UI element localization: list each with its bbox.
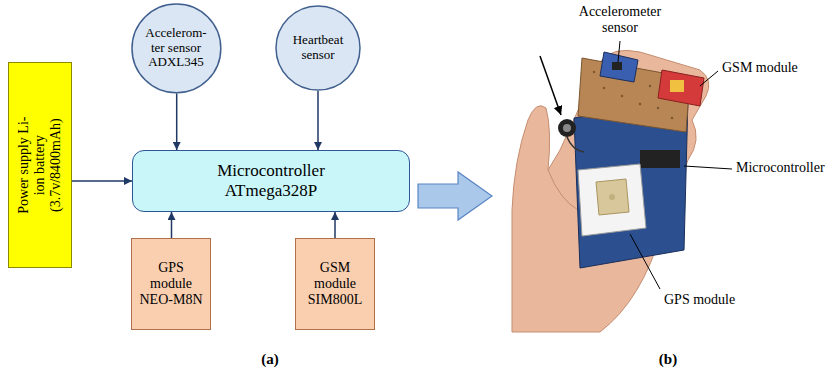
sensor-wire (567, 137, 584, 152)
signal-arrow (171, 212, 173, 238)
label-text: GPS module (664, 292, 754, 308)
sensor-circle-shape (132, 4, 221, 93)
controller-chip (640, 150, 680, 168)
node-text: Heartbeat sensor (283, 33, 353, 63)
leader-line (618, 41, 620, 62)
label-text: Accelerometer sensor (574, 4, 666, 36)
antenna-feed (609, 194, 615, 200)
controller-box: Microcontroller ATmega328P (132, 150, 410, 212)
hole (603, 87, 605, 89)
hand (512, 50, 709, 332)
hole (649, 85, 651, 87)
module-box: GSM module SIM800L (295, 238, 375, 330)
heartbeat-sensor-center (563, 124, 571, 132)
gps-board (578, 164, 646, 236)
pointer-arrow (540, 56, 561, 115)
leader-line (630, 234, 660, 289)
signal-arrow (334, 212, 336, 238)
callout-label: Accelerometer sensor (574, 4, 666, 36)
label-text: (a) (255, 351, 285, 368)
sim-slot (670, 80, 684, 92)
module-box: GPS module NEO-M8N (131, 238, 211, 330)
node-text: GSM module SIM800L (301, 260, 369, 308)
hole (639, 103, 641, 105)
signal-arrow (72, 180, 132, 182)
leader-line (684, 166, 732, 169)
heartbeat-sensor-pad (558, 119, 576, 137)
leader-line (700, 71, 718, 86)
accelerometer-chip (612, 62, 622, 70)
power-supply-box: Power supply Li-ion battery (3.7v/8400mA… (8, 62, 72, 268)
sensor-circle-shape (276, 6, 360, 90)
hole (593, 71, 595, 73)
node-text: Microcontroller ATmega328P (196, 161, 346, 200)
hole (621, 95, 623, 97)
sensor-circle: Heartbeat sensor (275, 5, 361, 91)
device-photo (512, 50, 709, 332)
hole (657, 107, 659, 109)
hole (671, 117, 673, 119)
callout-label: GPS module (664, 292, 754, 308)
signal-arrow (317, 91, 319, 150)
hand-crease (548, 170, 578, 210)
signal-arrow (176, 93, 178, 150)
callout-label: Microcontroller (736, 160, 828, 176)
gps-antenna (596, 179, 629, 215)
node-text: Power supply Li-ion battery (3.7v/8400mA… (16, 110, 64, 220)
panel-letter: (a) (255, 351, 285, 368)
leader-lines (618, 41, 732, 289)
label-text: (b) (653, 351, 683, 368)
transition-arrow (418, 172, 492, 220)
callout-label: GSM module (722, 60, 818, 76)
node-text: GPS module NEO-M8N (137, 260, 205, 308)
label-text: Microcontroller (736, 160, 828, 176)
gsm-board (658, 70, 704, 106)
label-text: GSM module (722, 60, 818, 76)
node-text: Accelerom- ter sensor ADXL345 (140, 26, 212, 71)
panel-letter: (b) (653, 351, 683, 368)
sensor-circle: Accelerom- ter sensor ADXL345 (131, 3, 222, 94)
